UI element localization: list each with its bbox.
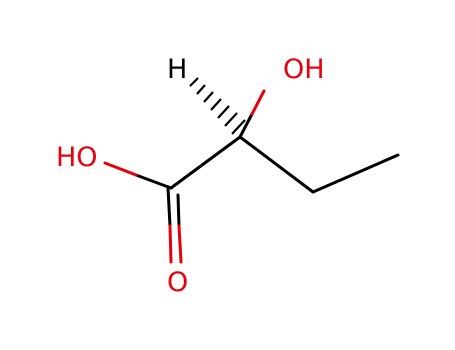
- atom-label-h: H: [167, 54, 187, 85]
- atom-label-o-bottom: O: [167, 267, 188, 298]
- hashed-wedge-bond: [189, 77, 246, 135]
- bond-c2-oh: [238, 89, 266, 139]
- bond-c1-oh: [103, 161, 173, 190]
- bond-c2-c3: [238, 135, 315, 194]
- atom-label-ho-left: HO: [56, 142, 98, 173]
- bond-c2-c1: [169, 135, 242, 190]
- bond-c3-c4: [311, 153, 400, 194]
- double-bond-c1-o: [166, 186, 183, 264]
- atom-label-oh-top: OH: [283, 54, 325, 85]
